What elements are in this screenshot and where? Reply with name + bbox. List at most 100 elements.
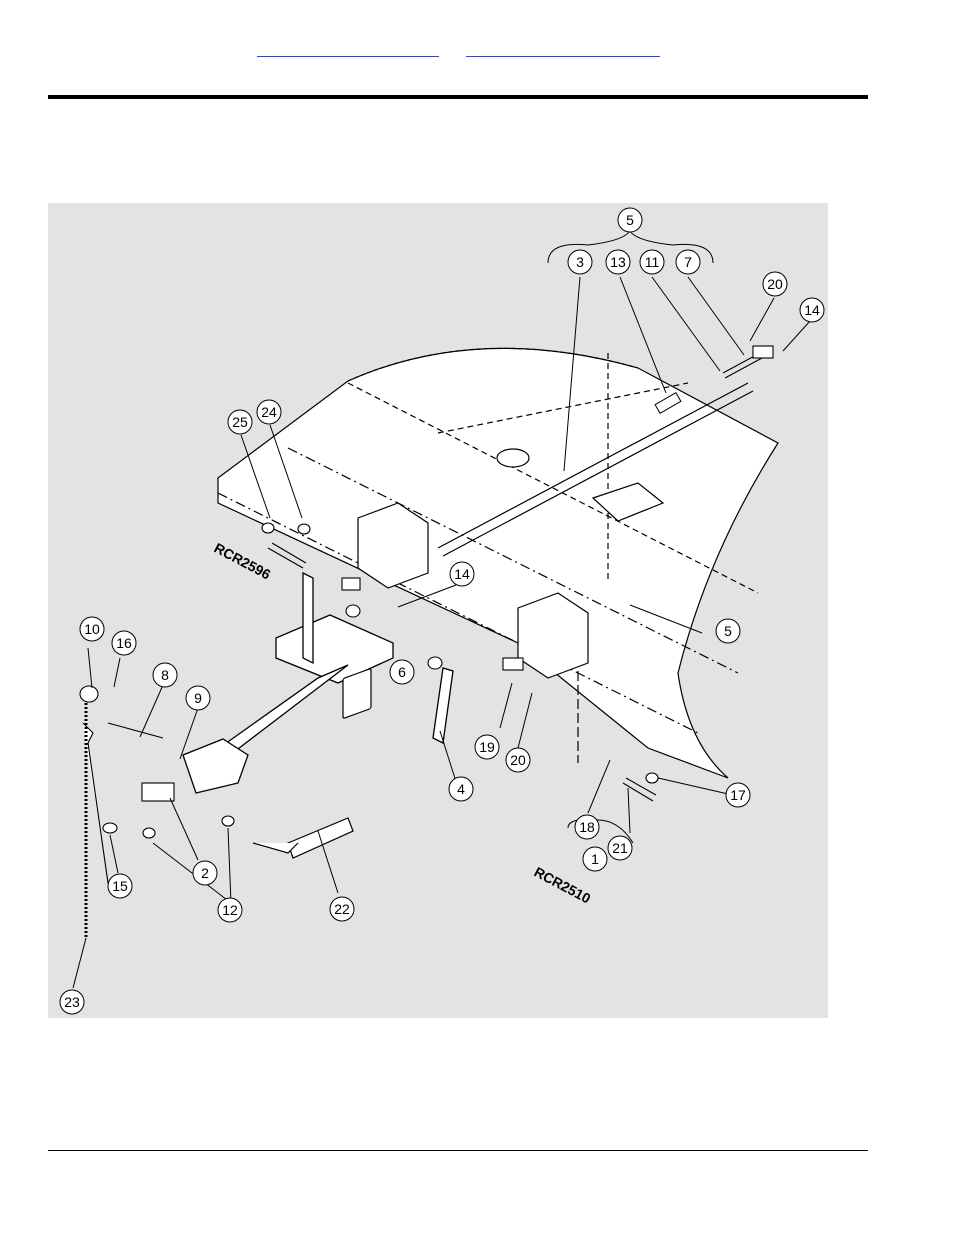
- header-link-2[interactable]: [466, 44, 660, 57]
- callout-7: 7: [675, 249, 701, 275]
- header-link-1[interactable]: [257, 44, 439, 57]
- callout-circle: [217, 897, 243, 923]
- callout-number: 13: [610, 254, 626, 270]
- parts-diagram: RCR2596 RCR2510: [48, 203, 828, 1018]
- leader-lines: [72, 230, 811, 989]
- jack-stand: [252, 668, 372, 859]
- callout-number: 2: [201, 865, 209, 881]
- callout-number: 21: [612, 840, 628, 856]
- callout-19: 19: [474, 734, 500, 760]
- callout-2: 2: [192, 860, 218, 886]
- callout-number: 20: [767, 276, 783, 292]
- callout-14: 14: [449, 561, 475, 587]
- callout-circle: [762, 271, 788, 297]
- callout-circle: [725, 782, 751, 808]
- callout-circle: [256, 399, 282, 425]
- callout-24: 24: [256, 399, 282, 425]
- callout-number: 19: [479, 739, 495, 755]
- callout-17: 17: [725, 782, 751, 808]
- callout-number: 18: [579, 819, 595, 835]
- callout-18: 18: [574, 814, 600, 840]
- callout-number: 7: [684, 254, 692, 270]
- callout-1: 1: [582, 846, 608, 872]
- callout-circle: [389, 659, 415, 685]
- callout-number: 11: [645, 254, 660, 270]
- callout-25: 25: [227, 409, 253, 435]
- callout-number: 22: [334, 901, 350, 917]
- small-parts: [79, 345, 774, 938]
- callout-circle: [79, 616, 105, 642]
- hitch-frame: [182, 571, 454, 794]
- callout-21: 21: [607, 835, 633, 861]
- callout-circle: [675, 249, 701, 275]
- callout-number: 4: [457, 781, 465, 797]
- callout-11: 11: [639, 249, 665, 275]
- callout-circle: [185, 685, 211, 711]
- callout-4: 4: [448, 776, 474, 802]
- callout-9: 9: [185, 685, 211, 711]
- callout-5: 5: [617, 207, 643, 233]
- callout-number: 14: [804, 302, 820, 318]
- callout-number: 24: [261, 404, 277, 420]
- callout-number: 16: [116, 635, 132, 651]
- callout-circle: [111, 630, 137, 656]
- callout-5: 5: [715, 618, 741, 644]
- callout-22: 22: [329, 896, 355, 922]
- drive-shaft: [437, 382, 754, 557]
- callout-circle: [505, 747, 531, 773]
- callout-3: 3: [567, 249, 593, 275]
- callout-circle: [152, 662, 178, 688]
- callout-number: 15: [112, 878, 128, 894]
- callout-circle: [567, 249, 593, 275]
- callout-number: 1: [591, 851, 599, 867]
- mower-deck: [217, 347, 779, 779]
- callout-circle: [617, 207, 643, 233]
- callout-circle: [715, 618, 741, 644]
- callout-circle: [799, 297, 825, 323]
- callout-number: 23: [64, 994, 80, 1010]
- callout-6: 6: [389, 659, 415, 685]
- callout-number: 25: [232, 414, 248, 430]
- callout-number: 5: [626, 212, 634, 228]
- callout-circle: [59, 989, 85, 1015]
- callout-10: 10: [79, 616, 105, 642]
- callout-number: 6: [398, 664, 406, 680]
- callout-circle: [449, 561, 475, 587]
- callout-number: 17: [730, 787, 746, 803]
- callout-circle: [192, 860, 218, 886]
- callout-circle: [582, 846, 608, 872]
- gearbox-blocks: [357, 448, 665, 679]
- callout-number: 5: [724, 623, 732, 639]
- callout-12: 12: [217, 897, 243, 923]
- footer-rule: [48, 1150, 868, 1151]
- model-label-2: RCR2510: [532, 864, 594, 907]
- callout-circle: [448, 776, 474, 802]
- callout-8: 8: [152, 662, 178, 688]
- callout-number: 12: [222, 902, 238, 918]
- callout-20: 20: [505, 747, 531, 773]
- callout-15: 15: [107, 873, 133, 899]
- callout-13: 13: [605, 249, 631, 275]
- callout-number: 20: [510, 752, 526, 768]
- callout-circle: [227, 409, 253, 435]
- callout-circle: [605, 249, 631, 275]
- coupler-part: [654, 391, 682, 415]
- callout-number: 14: [454, 566, 470, 582]
- header-rule: [48, 95, 868, 99]
- callout-circle: [639, 249, 665, 275]
- callout-number: 8: [161, 667, 169, 683]
- callout-20: 20: [762, 271, 788, 297]
- callout-number: 10: [84, 621, 100, 637]
- callout-circle: [107, 873, 133, 899]
- callout-circle: [329, 896, 355, 922]
- callout-number: 9: [194, 690, 202, 706]
- callout-14: 14: [799, 297, 825, 323]
- callout-circle: [474, 734, 500, 760]
- callout-23: 23: [59, 989, 85, 1015]
- callout-circle: [574, 814, 600, 840]
- callout-16: 16: [111, 630, 137, 656]
- callout-circle: [607, 835, 633, 861]
- callout-number: 3: [576, 254, 584, 270]
- model-label-1: RCR2596: [212, 540, 274, 583]
